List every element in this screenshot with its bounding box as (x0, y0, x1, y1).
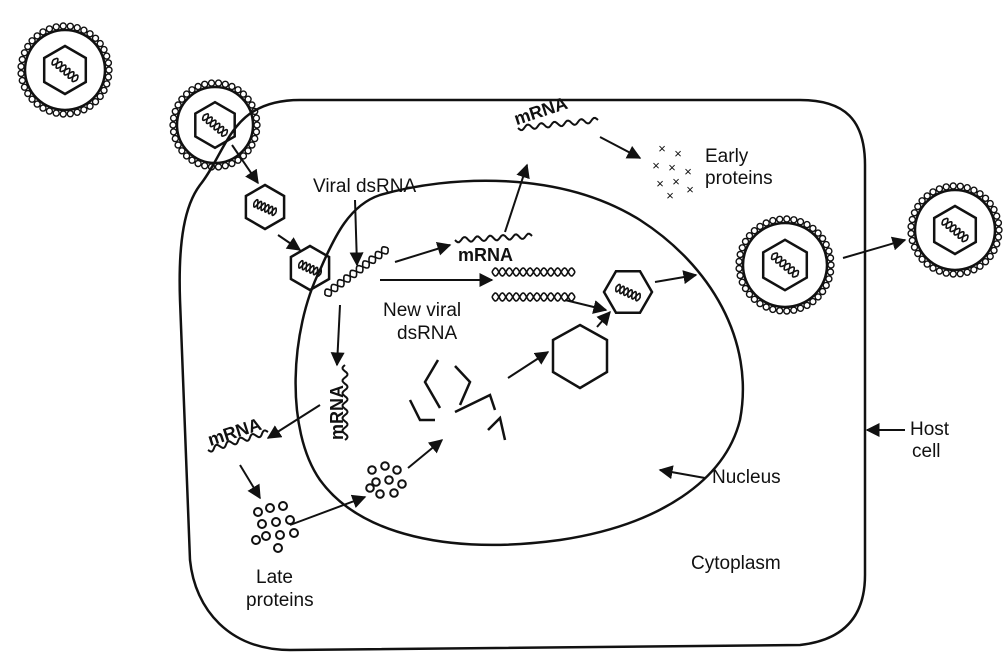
late-protein-mark (272, 518, 280, 526)
arrow-capsid-out (655, 275, 696, 282)
capsid-uncoating-2 (291, 246, 329, 290)
mrna-label-nucleus: mRNA (458, 244, 513, 266)
host-cell-label-2: cell (912, 441, 941, 463)
early-proteins-label-2: proteins (705, 168, 773, 190)
mrna-label-vertical: mRNA (326, 385, 348, 440)
late-protein-mark (258, 520, 266, 528)
late-protein-mark (368, 466, 376, 474)
late-protein-mark (266, 504, 274, 512)
late-protein-mark (385, 476, 393, 484)
late-protein-mark (279, 502, 287, 510)
viral-rna-helix (254, 200, 276, 216)
early-protein-mark: × (652, 158, 660, 173)
host-cell-label-1: Host (910, 419, 949, 441)
new-dsrna-strand-2 (492, 293, 575, 301)
early-protein-mark: × (672, 174, 680, 189)
early-protein-mark: × (668, 160, 676, 175)
viral-rna-helix (942, 218, 968, 241)
arrow-to-fragments (408, 440, 442, 468)
arrow-to-mrna-nuc (395, 245, 450, 262)
arrow-to-mrna-late (268, 405, 320, 438)
mrna-strands (208, 118, 598, 452)
nucleus-membrane (296, 181, 743, 545)
late-proteins-marks (252, 502, 298, 552)
early-protein-mark: × (656, 176, 664, 191)
new-viral-dsrna-label-1: New viral (383, 300, 461, 322)
viral-rna-helix (203, 114, 228, 136)
arrow-to-early-proteins (600, 137, 640, 158)
late-protein-mark (286, 516, 294, 524)
virus-particle-budding (736, 216, 834, 314)
arrow-entry-2 (278, 235, 300, 250)
mrna-wave-nucleus (455, 234, 532, 242)
late-protein-mark (274, 544, 282, 552)
new-dsrna-strand-1 (492, 268, 575, 276)
viral-rna-helix (772, 253, 799, 277)
late-protein-mark (366, 484, 374, 492)
empty-capsid (553, 325, 607, 388)
arrow-release (843, 240, 905, 258)
late-protein-mark (276, 531, 284, 539)
early-protein-mark: × (674, 146, 682, 161)
late-protein-mark (393, 466, 401, 474)
cytoplasm-label: Cytoplasm (691, 553, 781, 575)
early-protein-mark: × (666, 188, 674, 203)
early-proteins-label-1: Early (705, 146, 748, 168)
new-viral-dsrna-label-2: dsRNA (397, 323, 457, 345)
late-protein-mark (262, 532, 270, 540)
early-protein-mark: × (686, 182, 694, 197)
virus-particle-entering (170, 80, 260, 170)
late-protein-mark (376, 490, 384, 498)
arrow-empty-to-full (597, 312, 610, 327)
capsid-with-rna (604, 271, 652, 313)
early-protein-mark: × (684, 164, 692, 179)
late-proteins-in-nucleus (366, 462, 406, 498)
early-proteins-marks: ××××××××× (652, 141, 694, 203)
viral-rna-helix (616, 284, 640, 300)
virus-particle-released (908, 183, 1002, 277)
nucleus-label: Nucleus (712, 467, 781, 489)
early-protein-mark: × (658, 141, 666, 156)
late-proteins-label-1: Late (256, 567, 293, 589)
arrow-to-mrna-early (505, 165, 527, 232)
viral-dsrna-label: Viral dsRNA (313, 176, 416, 198)
virus-particle-free (18, 23, 112, 117)
late-protein-mark (381, 462, 389, 470)
late-protein-mark (390, 489, 398, 497)
arrow-nucleus (660, 470, 705, 478)
late-protein-mark (254, 508, 262, 516)
capsid-uncoating-1 (246, 185, 284, 229)
arrow-to-empty-capsid (508, 352, 548, 378)
arrow-to-capsid (565, 300, 606, 310)
late-protein-mark (290, 529, 298, 537)
late-protein-mark (398, 480, 406, 488)
viral-rna-helix (52, 58, 78, 81)
capsid-fragments (410, 360, 505, 440)
arrow-to-mrna-vert (337, 305, 340, 365)
arrow-to-late-proteins (240, 465, 260, 498)
late-proteins-label-2: proteins (246, 590, 314, 612)
dsrna-strands (325, 247, 575, 301)
late-protein-mark (252, 536, 260, 544)
viral-rna-helix (299, 261, 321, 277)
